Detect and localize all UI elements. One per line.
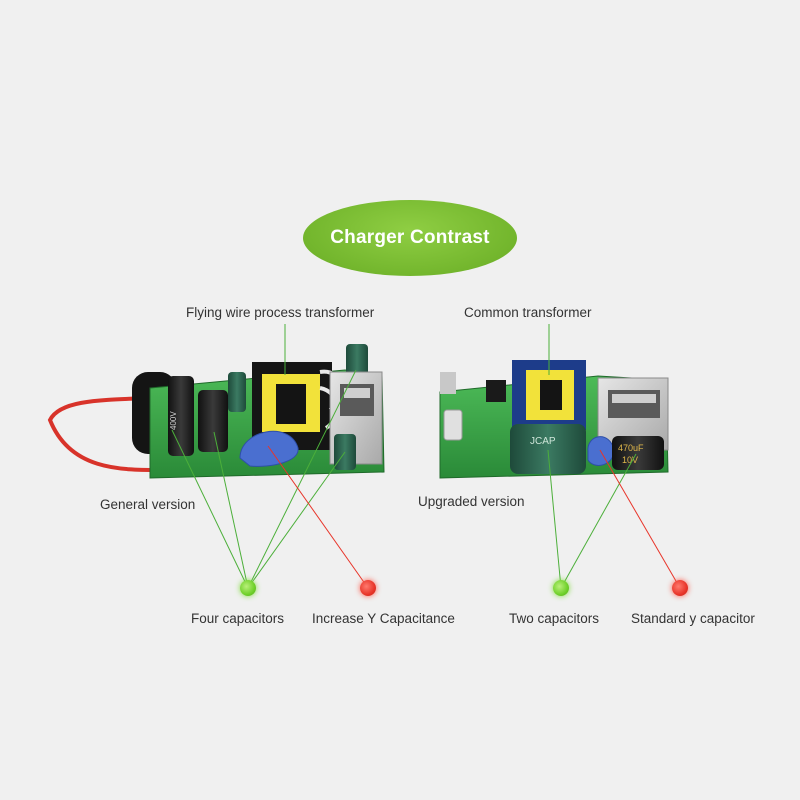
- leader-four-caps-3: [247, 369, 357, 589]
- right-cap-marking-1: 470uF: [618, 443, 644, 453]
- upgraded-version-board: JCAP 470uF 10V: [439, 360, 669, 479]
- general-version-board: 400V: [47, 344, 385, 479]
- label-flying-wire-transformer: Flying wire process transformer: [186, 305, 375, 320]
- leader-four-caps-4: [247, 451, 346, 589]
- label-four-capacitors: Four capacitors: [191, 611, 285, 626]
- page-title: Charger Contrast: [330, 227, 490, 248]
- leader-lines: [171, 324, 681, 589]
- left-cap-marking: 400V: [169, 411, 178, 430]
- left-cap-small: [228, 372, 246, 412]
- leader-standard-y: [599, 449, 681, 589]
- leader-increase-y: [267, 445, 369, 589]
- leader-four-caps-1: [171, 429, 249, 589]
- right-resistor: [443, 409, 463, 441]
- label-standard-y-capacitor: Standard y capacitor: [631, 611, 755, 626]
- left-cap-mid: [198, 390, 228, 452]
- label-common-transformer: Common transformer: [464, 305, 592, 320]
- right-cap-marking-2: 10V: [622, 455, 638, 465]
- leader-two-caps-2: [560, 453, 637, 589]
- left-cap-top: [346, 344, 368, 378]
- marker-increase-y: [360, 580, 376, 596]
- left-y-capacitor: [239, 430, 299, 467]
- right-big-cap-marking: JCAP: [530, 436, 556, 447]
- label-upgraded-version: Upgraded version: [418, 494, 525, 509]
- label-general-version: General version: [100, 497, 196, 512]
- right-small-capacitor: 470uF 10V: [612, 436, 664, 470]
- red-wire: [47, 396, 161, 472]
- marker-two-capacitors: [553, 580, 569, 596]
- marker-four-capacitors: [240, 580, 256, 596]
- title-badge: Charger Contrast: [303, 200, 517, 276]
- leader-four-caps-2: [213, 431, 249, 589]
- marker-standard-y: [672, 580, 688, 596]
- right-chip: [486, 380, 506, 402]
- right-screw-post: [440, 372, 456, 394]
- label-two-capacitors: Two capacitors: [509, 611, 600, 626]
- right-big-capacitor: JCAP: [510, 424, 586, 474]
- label-increase-y-capacitance: Increase Y Capacitance: [312, 611, 455, 626]
- leader-two-caps-1: [547, 449, 562, 589]
